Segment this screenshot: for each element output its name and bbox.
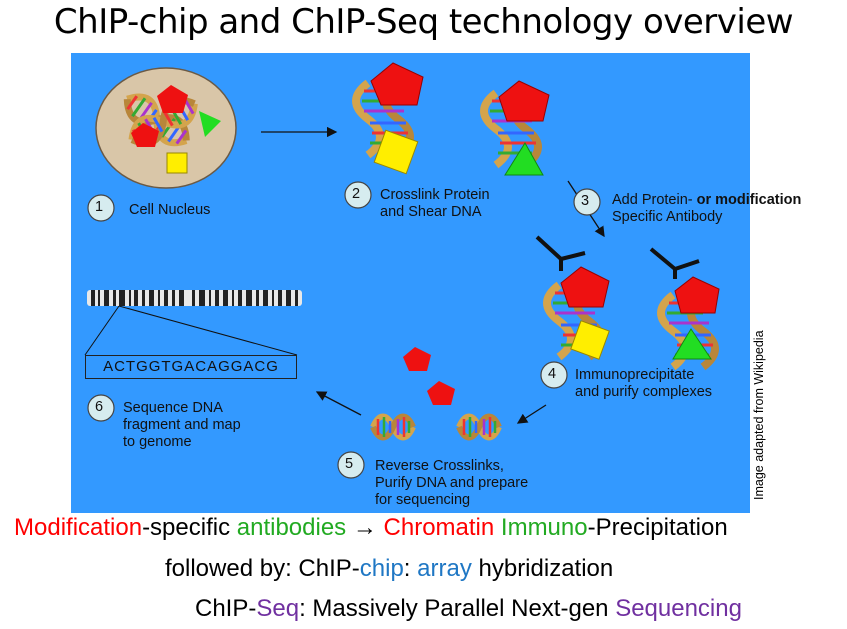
step-circles [87, 181, 601, 479]
step-6-number: 6 [95, 399, 104, 415]
sequencing-word: Sequencing [615, 595, 742, 622]
immunoprecipitated-complex-2 [649, 247, 720, 367]
seq-word: Seq [256, 595, 300, 622]
flow-arrow [516, 404, 547, 424]
colon-text: : [403, 555, 418, 582]
image-credit: Image adapted from Wikipedia [752, 330, 766, 500]
step-4-label: Immunoprecipitate and purify complexes [575, 367, 712, 401]
step-6-line-2: fragment and map [123, 417, 241, 433]
page-title: ChIP-chip and ChIP-Seq technology overvi… [53, 2, 794, 42]
followed-by-text: followed by: ChIP- [165, 555, 360, 582]
massively-parallel-text: : Massively Parallel Next-gen [299, 595, 616, 622]
step-5-line-3: for sequencing [375, 492, 471, 508]
step-3-line-1: Add Protein- [612, 192, 693, 208]
chip-word: chip [359, 555, 404, 582]
chromatin-word: Chromatin [383, 514, 495, 541]
step-3-label: Add Protein- or modification Specific An… [612, 192, 801, 226]
step-5-line-2: Purify DNA and prepare [375, 475, 529, 491]
immuno-word: Immuno [500, 514, 588, 541]
specific-word: -specific [142, 514, 237, 541]
cell-nucleus-illustration [95, 67, 237, 189]
step-2-line-1: Crosslink Protein [380, 187, 490, 203]
crosslinked-complex-2 [484, 80, 550, 176]
chromosome-illustration [84, 290, 302, 356]
footer-line-3: ChIP-Seq: Massively Parallel Next-gen Se… [195, 595, 847, 623]
step-4-line-2: and purify complexes [575, 384, 713, 400]
step-1-label: Cell Nucleus [129, 202, 211, 218]
footer-line-2: followed by: ChIP-chip: array hybridizat… [165, 555, 847, 583]
step-5-line-1: Reverse Crosslinks, [375, 458, 504, 474]
diagram-graphics [84, 62, 720, 479]
step-3-line-2: Specific Antibody [612, 209, 723, 225]
dna-sequence-box: ACTGGTGACAGGACG [85, 355, 297, 379]
step-2-label: Crosslink Protein and Shear DNA [380, 187, 490, 221]
step-5-label: Reverse Crosslinks, Purify DNA and prepa… [375, 458, 528, 509]
modification-word: Modification [14, 514, 143, 541]
released-dna-fragments [373, 347, 499, 438]
immunoprecipitated-complex-1 [535, 235, 610, 359]
step-6-line-3: to genome [123, 434, 192, 450]
precipitation-word: -Precipitation [587, 514, 728, 541]
chip-prefix-text: ChIP- [195, 595, 257, 622]
step-6-label: Sequence DNA fragment and map to genome [123, 400, 241, 451]
step-2-line-2: and Shear DNA [380, 204, 482, 220]
hybridization-text: hybridization [471, 555, 614, 582]
step-4-line-1: Immunoprecipitate [575, 367, 695, 383]
step-5-number: 5 [345, 456, 354, 472]
step-2-number: 2 [352, 186, 361, 202]
step-3-line-1-bold: or modification [696, 192, 802, 208]
step-3-number: 3 [581, 193, 590, 209]
right-arrow-icon: → [346, 514, 384, 541]
chip-diagram-panel: 1 2 3 4 5 6 Cell Nucleus Crosslink Prote… [71, 53, 801, 513]
step-6-line-1: Sequence DNA [123, 400, 223, 416]
antibodies-word: antibodies [236, 514, 347, 541]
step-1-number: 1 [95, 199, 104, 215]
crosslinked-complex-1 [356, 62, 424, 175]
flow-arrow [315, 391, 362, 416]
footer-line-1: Modification-specific antibodies → Chrom… [14, 514, 847, 542]
array-word: array [417, 555, 472, 582]
step-4-number: 4 [548, 366, 557, 382]
